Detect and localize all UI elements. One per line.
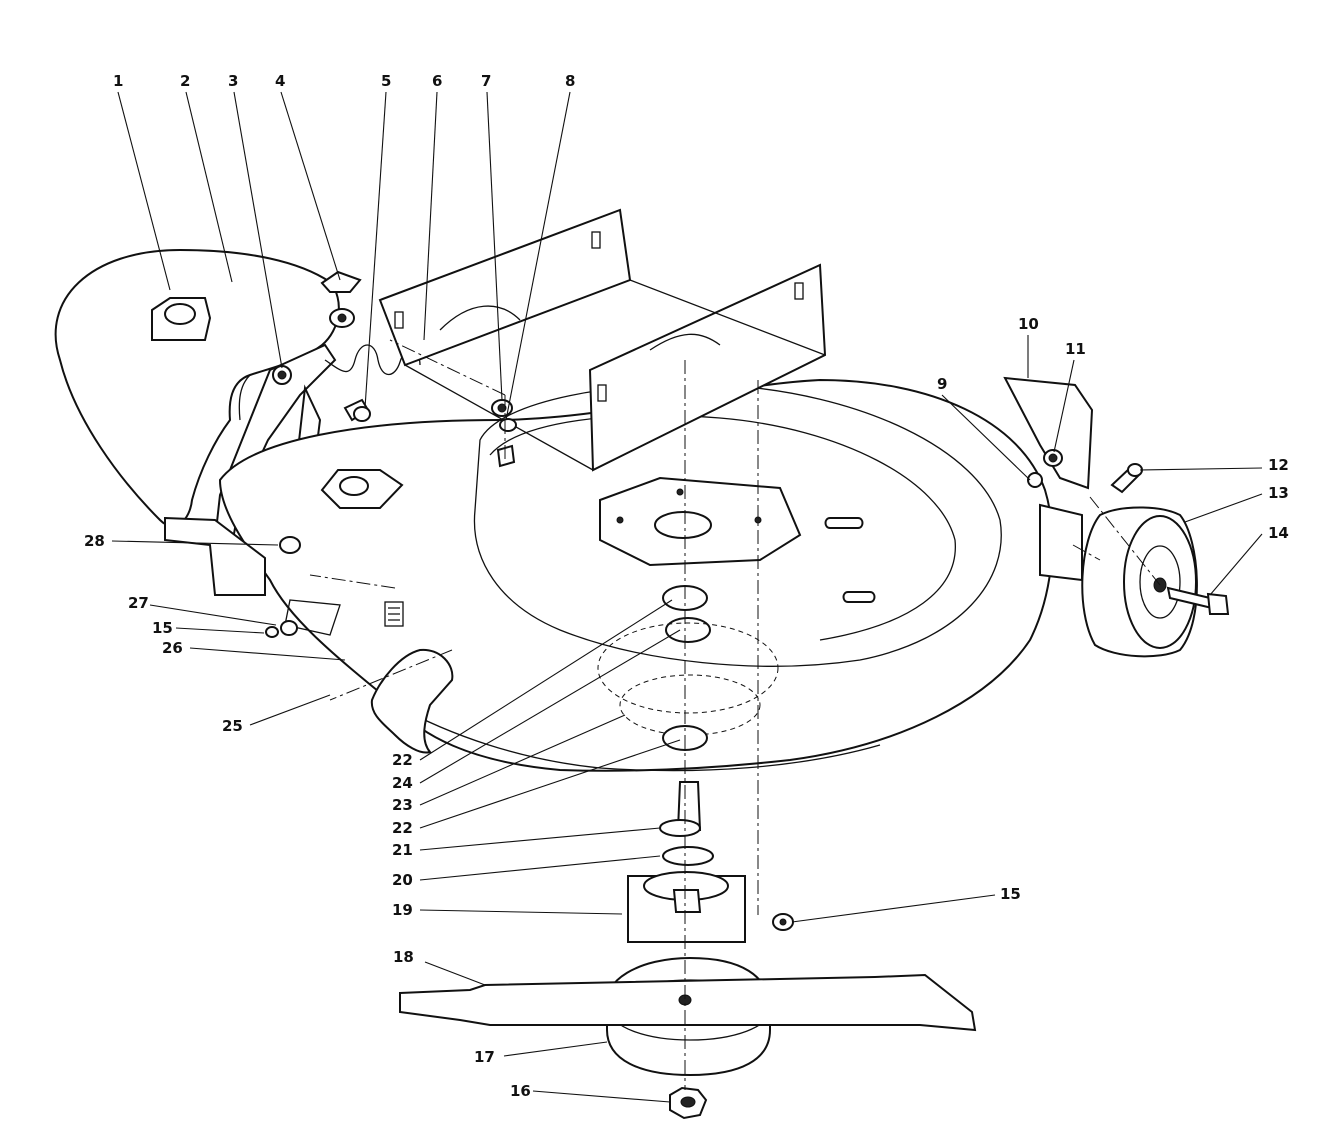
callout-15-bottom: 15 xyxy=(1000,885,1021,903)
blade-nut xyxy=(669,1086,708,1120)
spindle-assembly xyxy=(597,585,779,943)
callout-5: 5 xyxy=(381,72,391,90)
callout-3: 3 xyxy=(228,72,238,90)
callout-17: 17 xyxy=(474,1048,495,1066)
leader-lines xyxy=(111,91,1263,1103)
wheel-bolt-12 xyxy=(1110,463,1143,494)
callout-22-upper: 22 xyxy=(392,751,413,769)
callout-4: 4 xyxy=(275,72,285,90)
callout-labels: 1 2 3 4 5 6 7 8 9 10 11 12 13 14 15 16 1… xyxy=(84,72,1289,1100)
callout-13: 13 xyxy=(1268,484,1289,502)
callout-24: 24 xyxy=(392,774,413,792)
callout-23: 23 xyxy=(392,796,413,814)
shoulder-bolt xyxy=(343,398,371,422)
callout-2: 2 xyxy=(180,72,190,90)
chute-deflector xyxy=(370,648,454,754)
callout-18: 18 xyxy=(393,948,414,966)
callout-10: 10 xyxy=(1018,315,1039,333)
callout-12: 12 xyxy=(1268,456,1289,474)
callout-16: 16 xyxy=(510,1082,531,1100)
wing-nut xyxy=(320,270,362,328)
callout-20: 20 xyxy=(392,871,413,889)
callout-6: 6 xyxy=(432,72,442,90)
mower-blade xyxy=(399,973,977,1032)
callout-28: 28 xyxy=(84,532,105,550)
wheel-bolt-14 xyxy=(1166,586,1230,615)
callout-11: 11 xyxy=(1065,340,1086,358)
flap-handle xyxy=(151,297,212,341)
rear-flap xyxy=(54,248,340,528)
wheel xyxy=(1081,506,1198,658)
callout-26: 26 xyxy=(162,639,183,657)
callout-21: 21 xyxy=(392,841,413,859)
callout-1: 1 xyxy=(113,72,123,90)
callout-22-lower: 22 xyxy=(392,819,413,837)
callout-8: 8 xyxy=(565,72,575,90)
callout-7: 7 xyxy=(481,72,491,90)
callout-25: 25 xyxy=(222,717,243,735)
bottom-nut xyxy=(772,913,794,931)
callout-9: 9 xyxy=(937,375,947,393)
callout-14: 14 xyxy=(1268,524,1289,542)
callout-27: 27 xyxy=(128,594,149,612)
callout-19: 19 xyxy=(392,901,413,919)
callout-15-left: 15 xyxy=(152,619,173,637)
height-adjust-plate xyxy=(1003,376,1094,582)
left-side-bracket xyxy=(164,516,341,638)
